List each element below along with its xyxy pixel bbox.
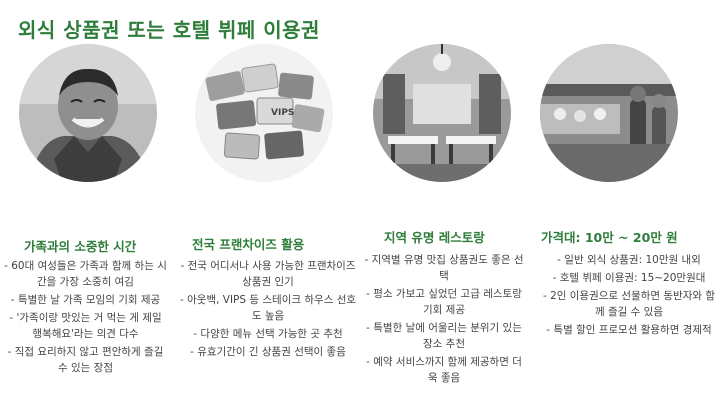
heading-price-range: 가격대: 10만 ~ 20만 원 xyxy=(541,230,678,245)
list-item: - 호텔 뷔페 이용권: 15~20만원대 xyxy=(552,272,706,284)
column-local-restaurant: 지역 유명 레스토랑 - 지역별 유명 맛집 상품권도 좋은 선택 - 평소 가… xyxy=(360,0,540,407)
bullets-local-restaurant: - 지역별 유명 맛집 상품권도 좋은 선택 - 평소 가보고 싶었던 고급 레… xyxy=(363,252,525,388)
bullets-price-range: - 일반 외식 상품권: 10만원 내외 - 호텔 뷔페 이용권: 15~20만… xyxy=(540,252,718,340)
list-item: - 예약 서비스까지 함께 제공하면 더욱 좋음 xyxy=(366,356,522,384)
page-title: 외식 상품권 또는 호텔 뷔페 이용권 xyxy=(18,18,320,42)
buffet-photo xyxy=(540,44,678,182)
svg-text:VIPS: VIPS xyxy=(271,108,294,118)
list-item: - 평소 가보고 싶었던 고급 레스토랑 기회 제공 xyxy=(366,288,522,316)
heading-local-restaurant: 지역 유명 레스토랑 xyxy=(384,230,485,245)
list-item: - 전국 어디서나 사용 가능한 프랜차이즈 상품권 인기 xyxy=(180,260,356,288)
list-item: - 유효기간이 긴 상품권 선택이 좋음 xyxy=(190,346,346,358)
list-item: - 2인 이용권으로 선물하면 동반자와 함께 즐길 수 있음 xyxy=(542,290,716,318)
list-item: - 일반 외식 상품권: 10만원 내외 xyxy=(557,254,701,266)
list-item: - 60대 여성들은 가족과 함께 하는 시간을 가장 소중히 여김 xyxy=(4,260,167,288)
list-item: - 직접 요리하지 않고 편안하게 즐길 수 있는 장점 xyxy=(7,346,164,374)
list-item: - 지역별 유명 맛집 상품권도 좋은 선택 xyxy=(364,254,524,282)
column-price-range: 가격대: 10만 ~ 20만 원 - 일반 외식 상품권: 10만원 내외 - … xyxy=(540,0,720,407)
column-franchise: VIPS 전국 프랜차이즈 활용 - 전국 어디서나 사용 가능한 프랜차이즈 … xyxy=(180,0,360,407)
heading-franchise: 전국 프랜차이즈 활용 xyxy=(192,237,305,252)
heading-family-time: 가족과의 소중한 시간 xyxy=(24,239,137,254)
list-item: - 다양한 메뉴 선택 가능한 곳 추천 xyxy=(193,328,343,340)
restaurant-interior-photo xyxy=(373,44,511,182)
list-item: - 아웃백, VIPS 등 스테이크 하우스 선호도 높음 xyxy=(180,294,357,322)
smiling-elderly-man-photo xyxy=(19,44,157,182)
column-family-time: 가족과의 소중한 시간 - 60대 여성들은 가족과 함께 하는 시간을 가장 … xyxy=(0,0,180,407)
bullets-franchise: - 전국 어디서나 사용 가능한 프랜차이즈 상품권 인기 - 아웃백, VIP… xyxy=(180,258,356,362)
list-item: - 특별한 날 가족 모임의 기회 제공 xyxy=(10,294,161,306)
list-item: - 특별한 날에 어울리는 분위기 있는 장소 추천 xyxy=(366,322,522,350)
list-item: - 특별 할인 프로모션 활용하면 경제적 xyxy=(546,324,712,336)
list-item: - '가족이랑 맛있는 거 먹는 게 제일 행복해요'라는 의견 다수 xyxy=(9,312,162,340)
bullets-family-time: - 60대 여성들은 가족과 함께 하는 시간을 가장 소중히 여김 - 특별한… xyxy=(4,258,167,378)
gift-cards-photo: VIPS xyxy=(195,44,333,182)
